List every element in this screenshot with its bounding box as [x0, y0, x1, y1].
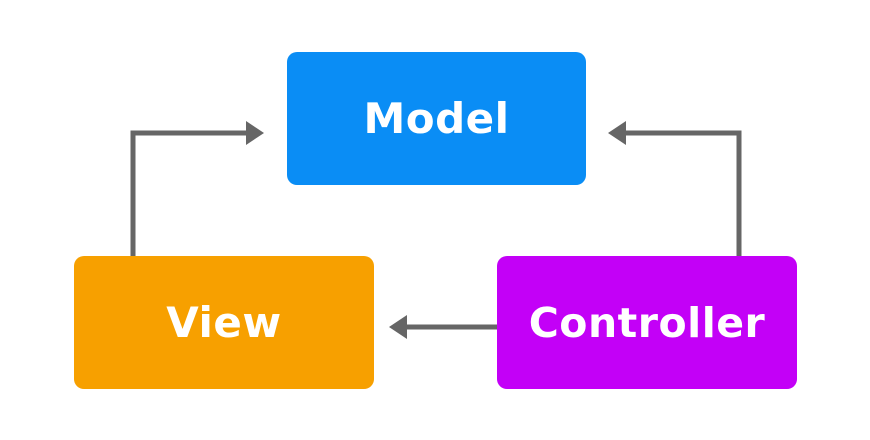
controller-to-model-arrow: [608, 121, 742, 256]
view-box: View: [74, 256, 374, 389]
controller-label: Controller: [528, 298, 766, 347]
controller-to-view-arrow: [389, 315, 497, 339]
controller-box: Controller: [497, 256, 797, 389]
model-box: Model: [287, 52, 586, 185]
view-to-model-arrow: [130, 121, 264, 256]
view-label: View: [166, 298, 282, 347]
model-label: Model: [363, 94, 510, 143]
